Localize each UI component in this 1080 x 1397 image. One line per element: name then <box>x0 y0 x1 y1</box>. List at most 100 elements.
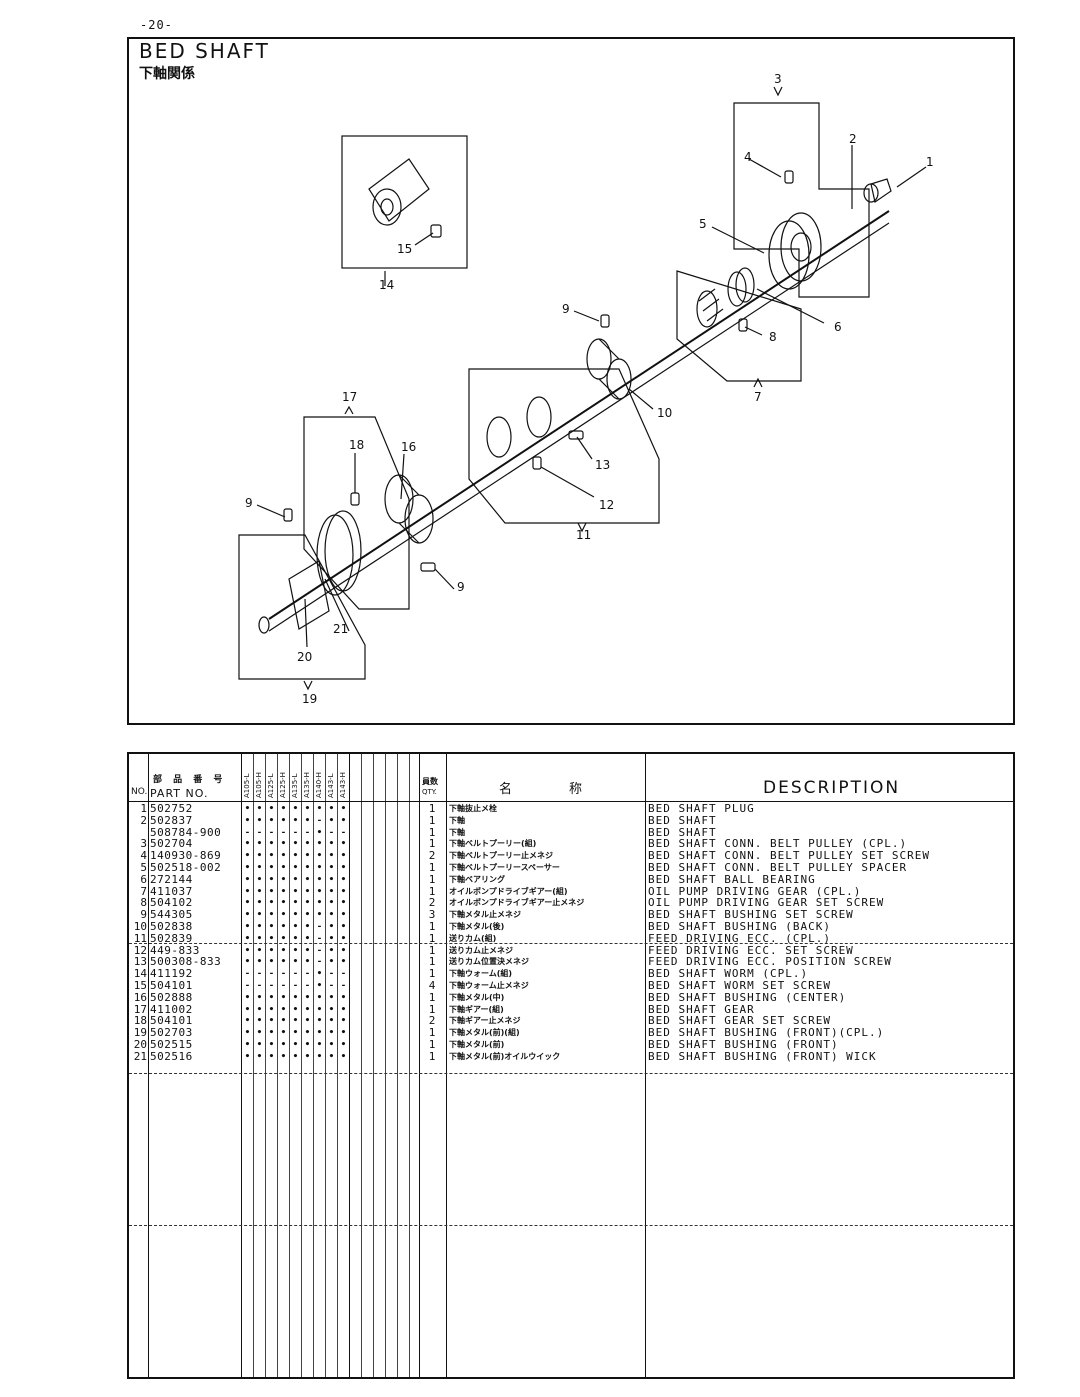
model-header: A135-H <box>303 772 311 798</box>
row-no: 18 <box>133 1014 147 1028</box>
row-model-mark: - <box>292 969 299 980</box>
row-model-mark: • <box>244 933 251 944</box>
row-model-mark: • <box>268 804 275 814</box>
row-name-jp: 下軸ウォーム止メネジ <box>449 981 529 990</box>
row-model-mark: - <box>292 827 299 838</box>
figure-title: BED SHAFT <box>139 39 270 63</box>
row-model-mark: • <box>280 874 287 885</box>
callout-13: 13 <box>595 458 610 472</box>
row-model-mark: - <box>316 933 323 944</box>
row-model-mark: • <box>328 851 335 862</box>
row-description: BED SHAFT CONN. BELT PULLEY SPACER <box>648 861 908 874</box>
row-model-mark: • <box>292 910 299 921</box>
row-description: BED SHAFT WORM (CPL.) <box>648 967 809 981</box>
row-model-mark: • <box>256 886 263 897</box>
row-model-mark: • <box>304 1016 311 1027</box>
row-name-jp: 下軸抜止メ栓 <box>449 804 497 813</box>
row-name-jp: 下軸ウォーム(組) <box>449 969 513 979</box>
row-description: BED SHAFT GEAR SET SCREW <box>648 1014 831 1028</box>
row-description: BED SHAFT BUSHING (FRONT) WICK <box>648 1049 877 1063</box>
row-model-mark: • <box>256 957 263 968</box>
row-part-no: 504102 <box>150 896 193 910</box>
row-model-mark: - <box>328 981 335 991</box>
row-model-mark: • <box>292 886 299 897</box>
row-model-mark: • <box>268 886 275 897</box>
row-model-mark: • <box>256 1051 263 1062</box>
row-model-mark: • <box>304 874 311 885</box>
row-name-jp: 下軸ベアリング <box>449 874 505 884</box>
row-model-mark: • <box>244 898 251 909</box>
row-name-jp: 送りカム(組) <box>449 933 497 943</box>
row-model-mark: • <box>244 1004 251 1015</box>
row-model-mark: • <box>256 1040 263 1050</box>
header-name-jp-2: 称 <box>569 782 583 797</box>
row-description: BED SHAFT BALL BEARING <box>648 872 816 886</box>
row-model-mark: • <box>328 910 335 921</box>
row-model-mark: • <box>268 851 275 862</box>
row-model-mark: • <box>268 898 275 909</box>
row-model-mark: • <box>244 1051 251 1062</box>
row-no: 11 <box>133 931 147 945</box>
row-name-jp: 下軸ベルトプーリー(組) <box>449 839 537 849</box>
model-header: A125-L <box>267 773 275 798</box>
row-model-mark: • <box>292 945 299 956</box>
row-model-mark: • <box>304 886 311 897</box>
header-qty: QTY. <box>422 788 437 796</box>
row-model-mark: • <box>304 1040 311 1050</box>
row-model-mark: - <box>268 981 275 991</box>
row-model-mark: • <box>244 1016 251 1027</box>
row-model-mark: • <box>292 1051 299 1062</box>
row-description: BED SHAFT GEAR <box>648 1002 755 1016</box>
row-model-mark: - <box>304 981 311 991</box>
row-model-mark: • <box>340 863 347 873</box>
row-part-no: 502518-002 <box>150 861 222 874</box>
row-model-mark: • <box>268 815 275 826</box>
row-name-jp: オイルポンプドライブギアー止メネジ <box>449 898 585 908</box>
row-model-mark: - <box>316 957 323 968</box>
row-model-mark: • <box>256 922 263 932</box>
callout-11: 11 <box>576 528 591 542</box>
row-model-mark: • <box>244 957 251 968</box>
row-model-mark: • <box>292 992 299 1003</box>
row-part-no: 508784-900 <box>150 825 222 839</box>
row-no: 15 <box>133 979 147 992</box>
row-part-no: 272144 <box>150 872 193 886</box>
figure-subtitle: 下軸関係 <box>139 66 195 82</box>
callout-9b: 9 <box>245 496 253 510</box>
row-model-mark: • <box>280 815 287 826</box>
row-model-mark: • <box>340 933 347 944</box>
row-model-mark: • <box>304 992 311 1003</box>
row-model-mark: • <box>340 804 347 814</box>
callout-3: 3 <box>774 72 782 86</box>
row-model-mark: • <box>316 910 323 921</box>
row-qty: 4 <box>428 979 436 992</box>
row-part-no: 502703 <box>150 1026 193 1040</box>
header-part-jp: 部 品 番 号 <box>153 775 227 785</box>
row-model-mark: • <box>244 804 251 814</box>
row-model-mark: • <box>292 1016 299 1027</box>
row-model-mark: • <box>280 1004 287 1015</box>
row-model-mark: • <box>328 874 335 885</box>
row-name-jp: 下軸ベルトプーリースペーサー <box>449 863 560 872</box>
row-model-mark: • <box>268 1016 275 1027</box>
row-model-mark: - <box>304 969 311 980</box>
row-qty: 2 <box>428 896 436 910</box>
row-model-mark: • <box>328 1004 335 1015</box>
row-model-mark: • <box>292 922 299 932</box>
row-model-mark: • <box>280 863 287 873</box>
row-no: 1 <box>140 802 147 815</box>
row-qty: 2 <box>428 1014 436 1028</box>
row-model-mark: - <box>256 969 263 980</box>
header-description: DESCRIPTION <box>763 778 901 798</box>
row-qty: 1 <box>428 955 436 969</box>
row-model-mark: • <box>292 839 299 850</box>
row-part-no: 500308-833 <box>150 955 222 969</box>
